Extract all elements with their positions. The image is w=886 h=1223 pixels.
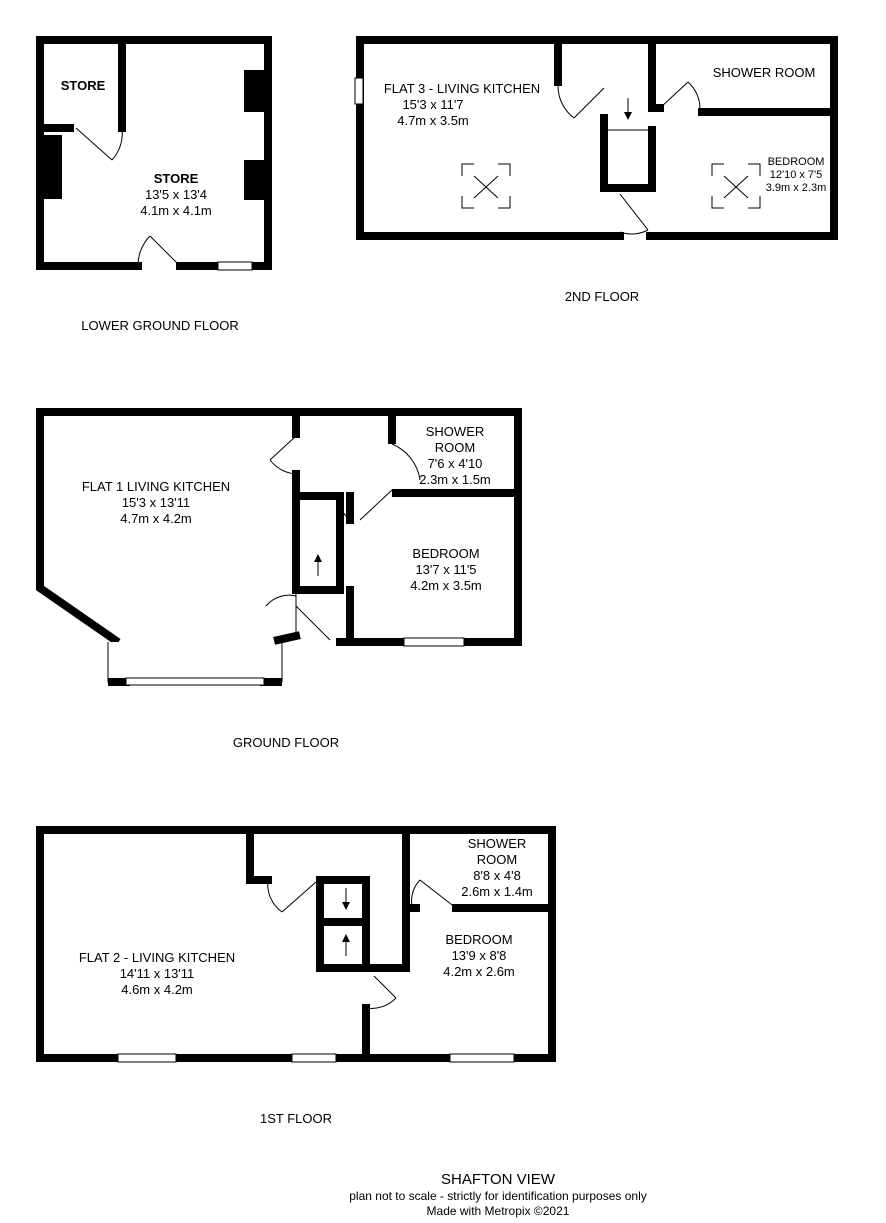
window	[291, 1053, 337, 1063]
room-metric: 2.6m x 1.4m	[461, 884, 533, 899]
chimney-breast	[42, 135, 62, 199]
footer: SHAFTON VIEW plan not to scale - strictl…	[349, 1171, 646, 1218]
stair-arrow-icon	[314, 554, 322, 562]
room-name: BEDROOM	[412, 546, 479, 561]
room-name: BEDROOM	[445, 932, 512, 947]
chimney-breast	[244, 160, 268, 200]
room-name: STORE	[61, 78, 106, 93]
room-metric: 4.7m x 4.2m	[120, 511, 192, 526]
room-metric: 4.1m x 4.1m	[140, 203, 212, 218]
window	[125, 677, 265, 686]
disclaimer: plan not to scale - strictly for identif…	[349, 1189, 646, 1203]
room-name: BEDROOM	[768, 156, 825, 168]
room-metric: 2.3m x 1.5m	[419, 472, 491, 487]
floor-label: GROUND FLOOR	[233, 735, 339, 750]
room-metric: 3.9m x 2.3m	[766, 182, 827, 194]
room-name: FLAT 3 - LIVING KITCHEN	[384, 81, 540, 96]
first-floor-plan: FLAT 2 - LIVING KITCHEN 14'11 x 13'11 4.…	[36, 826, 556, 1126]
window	[403, 637, 465, 647]
room-metric: 4.2m x 2.6m	[443, 964, 515, 979]
room-imperial: 7'6 x 4'10	[428, 456, 483, 471]
room-imperial: 15'3 x 11'7	[402, 97, 463, 112]
room-name: STORE	[154, 171, 199, 186]
room-metric: 4.7m x 3.5m	[397, 113, 469, 128]
room-imperial: 13'7 x 11'5	[415, 562, 476, 577]
floor-label: 1ST FLOOR	[260, 1111, 332, 1126]
room-imperial: 14'11 x 13'11	[120, 966, 195, 981]
plan-title: SHAFTON VIEW	[441, 1171, 556, 1188]
window	[354, 77, 364, 105]
room-name: ROOM	[435, 440, 475, 455]
skylight-icon	[711, 163, 761, 209]
room-name: ROOM	[477, 852, 517, 867]
skylight-icon	[461, 163, 511, 209]
room-name: FLAT 1 LIVING KITCHEN	[82, 479, 230, 494]
room-metric: 4.2m x 3.5m	[410, 578, 482, 593]
stair-arrow-icon	[624, 112, 632, 120]
stair-arrow-icon	[342, 934, 350, 942]
lower-ground-floor-plan: STORE STORE 13'5 x 13'4 4.1m x 4.1m LOWE…	[36, 36, 272, 333]
room-name: SHOWER	[426, 424, 485, 439]
room-metric: 4.6m x 4.2m	[121, 982, 193, 997]
ground-floor-plan: FLAT 1 LIVING KITCHEN 15'3 x 13'11 4.7m …	[36, 408, 522, 750]
room-name: SHOWER ROOM	[713, 65, 816, 80]
room-imperial: 12'10 x 7'5	[770, 169, 823, 181]
room-name: SHOWER	[468, 836, 527, 851]
room-imperial: 13'9 x 8'8	[452, 948, 507, 963]
room-name: FLAT 2 - LIVING KITCHEN	[79, 950, 235, 965]
credit: Made with Metropix ©2021	[427, 1204, 570, 1218]
stair-arrow-icon	[342, 902, 350, 910]
room-imperial: 13'5 x 13'4	[145, 187, 207, 202]
floor-label: 2ND FLOOR	[565, 289, 639, 304]
second-floor-plan: FLAT 3 - LIVING KITCHEN 15'3 x 11'7 4.7m…	[354, 36, 838, 304]
window	[449, 1053, 515, 1063]
window	[117, 1053, 177, 1063]
window	[217, 261, 253, 271]
room-imperial: 15'3 x 13'11	[122, 495, 190, 510]
chimney-breast	[244, 70, 268, 112]
floor-label: LOWER GROUND FLOOR	[81, 318, 238, 333]
room-imperial: 8'8 x 4'8	[473, 868, 521, 883]
